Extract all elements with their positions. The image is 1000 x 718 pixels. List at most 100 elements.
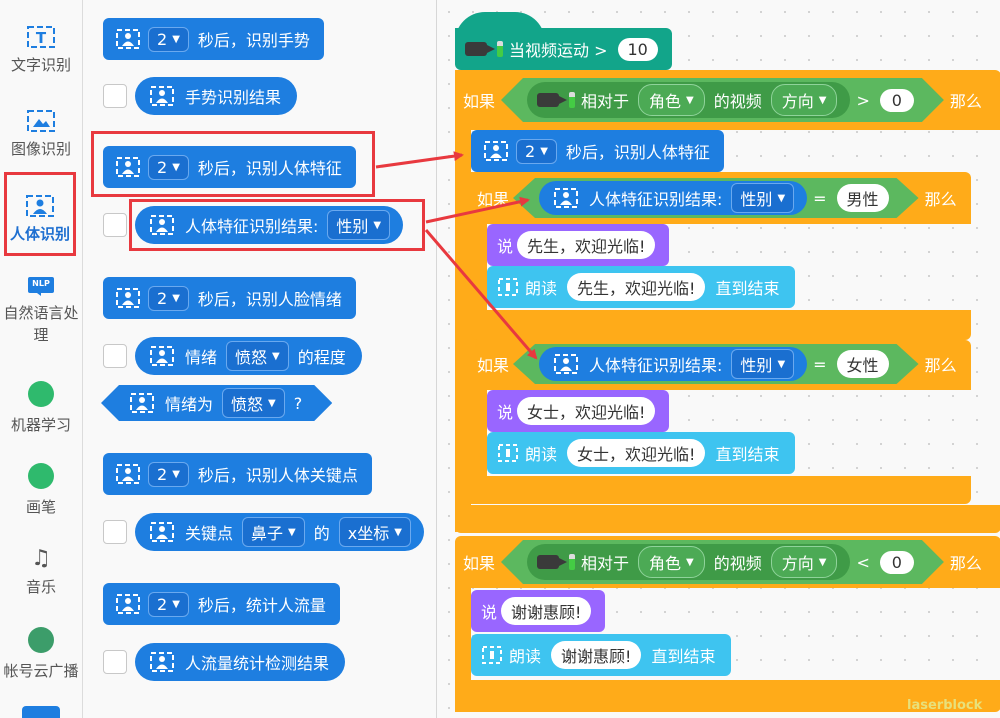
flow-result-checkbox[interactable] [103, 650, 127, 674]
emotion-is-boolean[interactable]: 情绪为 愤怒▼ ? [101, 385, 332, 421]
category-text-recognition[interactable]: T 文字识别 [0, 26, 82, 75]
block-label: 相对于 [581, 92, 630, 111]
block-label: 相对于 [581, 554, 630, 573]
then-label: 那么 [949, 92, 982, 111]
feature-dropdown[interactable]: 性别▼ [731, 183, 794, 213]
nlp-badge: NLP [32, 279, 50, 288]
category-sidebar: T 文字识别 图像识别 人体识别 NLP 自然语言处理 机器学习 画笔 ♫ 音乐… [0, 0, 83, 718]
coordinate-dropdown[interactable]: x坐标▼ [338, 517, 411, 547]
gesture-result-checkbox[interactable] [103, 84, 127, 108]
video-direction-compare[interactable]: 相对于 角色▼ 的视频 方向▼ < 0 [501, 540, 944, 584]
body-part-dropdown[interactable]: 鼻子▼ [242, 517, 305, 547]
highlight-box [129, 199, 425, 251]
if-label: 如果 [463, 554, 496, 573]
compare-value-input[interactable]: 0 [880, 89, 914, 112]
block-label: 秒后，识别人体特征 [565, 143, 710, 162]
block-label: 手势识别结果 [185, 88, 282, 107]
say-text-input[interactable]: 谢谢惠顾! [501, 597, 592, 625]
block-label: 秒后，识别人体特征 [197, 159, 342, 178]
speaker-icon [498, 444, 518, 462]
category-label: 图像识别 [10, 140, 71, 158]
nlp-icon [28, 277, 54, 296]
seconds-dropdown[interactable]: 2▼ [148, 26, 189, 52]
motion-threshold-input[interactable]: 10 [617, 37, 658, 61]
pen-icon [28, 463, 54, 489]
then-label: 那么 [949, 554, 982, 573]
say-block[interactable]: 说 谢谢惠顾! [471, 590, 606, 632]
property-dropdown[interactable]: 方向▼ [771, 546, 838, 578]
compare-value-input[interactable]: 0 [880, 551, 914, 574]
body-feature-result-reporter[interactable]: 人体特征识别结果: 性别▼ [539, 181, 807, 215]
seconds-dropdown[interactable]: 2▼ [148, 591, 189, 617]
feature-dropdown[interactable]: 性别▼ [327, 210, 391, 240]
block-label: 人流量统计检测结果 [185, 654, 330, 673]
body-detect-icon [116, 288, 140, 308]
recognize-body-feature-block[interactable]: 2▼ 秒后，识别人体特征 [103, 146, 356, 188]
recognize-face-emotion-block[interactable]: 2▼ 秒后，识别人脸情绪 [103, 277, 356, 319]
target-dropdown[interactable]: 角色▼ [638, 84, 705, 116]
compare-value-input[interactable]: 女性 [837, 350, 889, 378]
block-label: 朗读 [509, 647, 542, 666]
if-female-footer [471, 476, 971, 504]
speak-text-input[interactable]: 谢谢惠顾! [551, 641, 642, 669]
seconds-dropdown[interactable]: 2▼ [148, 285, 189, 311]
category-machine-learning[interactable]: 机器学习 [0, 380, 82, 435]
speak-until-done-block[interactable]: 朗读 先生，欢迎光临! 直到结束 [487, 266, 796, 308]
feature-dropdown[interactable]: 性别▼ [731, 349, 794, 379]
seconds-dropdown[interactable]: 2▼ [148, 154, 189, 180]
when-video-motion-hat[interactable]: 当视频运动 > 10 [455, 28, 672, 70]
target-dropdown[interactable]: 角色▼ [638, 546, 705, 578]
category-cloud-broadcast[interactable]: 帐号云广播 [0, 626, 82, 681]
property-dropdown[interactable]: 方向▼ [771, 84, 838, 116]
block-label: 人体特征识别结果: [185, 217, 319, 236]
feature-equals-compare[interactable]: 人体特征识别结果: 性别▼ = 男性 [513, 178, 919, 218]
body-feature-result-reporter[interactable]: 人体特征识别结果: 性别▼ [539, 347, 807, 381]
watermark: laserblock [907, 698, 983, 713]
category-music[interactable]: ♫ 音乐 [0, 544, 82, 597]
category-label: 帐号云广播 [3, 662, 79, 680]
block-label: 说 [497, 403, 514, 422]
category-image-recognition[interactable]: 图像识别 [0, 110, 82, 159]
gesture-result-reporter[interactable]: 手势识别结果 [135, 77, 298, 115]
recognize-body-feature-block[interactable]: 2▼ 秒后，识别人体特征 [471, 130, 724, 172]
body-detect-icon [129, 392, 155, 414]
flow-result-reporter[interactable]: 人流量统计检测结果 [135, 643, 346, 681]
category-pen[interactable]: 画笔 [0, 462, 82, 517]
emotion-dropdown[interactable]: 愤怒▼ [222, 388, 285, 418]
emotion-degree-reporter[interactable]: 情绪 愤怒▼ 的程度 [135, 337, 362, 375]
body-detect-icon [150, 215, 174, 235]
keypoint-reporter[interactable]: 关键点 鼻子▼ 的 x坐标▼ [135, 513, 424, 551]
video-relative-reporter[interactable]: 相对于 角色▼ 的视频 方向▼ [527, 544, 850, 580]
video-direction-compare[interactable]: 相对于 角色▼ 的视频 方向▼ > 0 [501, 78, 944, 122]
seconds-dropdown[interactable]: 2▼ [148, 461, 189, 487]
body-detect-icon [116, 594, 140, 614]
add-extension-button[interactable] [22, 706, 60, 718]
speak-until-done-block[interactable]: 朗读 女士，欢迎光临! 直到结束 [487, 432, 796, 474]
count-people-flow-block[interactable]: 2▼ 秒后，统计人流量 [103, 583, 340, 625]
emotion-degree-checkbox[interactable] [103, 344, 127, 368]
if-female-row: 如果 人体特征识别结果: 性别▼ = 女性 那么 [477, 342, 963, 386]
recognize-gesture-block[interactable]: 2▼ 秒后，识别手势 [103, 18, 324, 60]
compare-value-input[interactable]: 男性 [837, 184, 889, 212]
recognize-keypoint-block[interactable]: 2▼ 秒后，识别人体关键点 [103, 453, 372, 495]
speak-until-done-block[interactable]: 朗读 谢谢惠顾! 直到结束 [471, 634, 732, 676]
say-block[interactable]: 说 女士，欢迎光临! [487, 390, 670, 432]
video-relative-reporter[interactable]: 相对于 角色▼ 的视频 方向▼ [527, 82, 850, 118]
body-feature-result-checkbox[interactable] [103, 213, 127, 237]
block-label: 说 [481, 603, 498, 622]
keypoint-checkbox[interactable] [103, 520, 127, 544]
category-body-recognition[interactable]: 人体识别 [4, 172, 76, 256]
say-text-input[interactable]: 女士，欢迎光临! [517, 397, 656, 425]
seconds-dropdown[interactable]: 2▼ [516, 138, 557, 164]
say-block[interactable]: 说 先生，欢迎光临! [487, 224, 670, 266]
body-feature-result-reporter[interactable]: 人体特征识别结果: 性别▼ [135, 206, 404, 244]
then-label: 那么 [924, 356, 957, 375]
category-nlp[interactable]: NLP 自然语言处理 [0, 276, 82, 346]
script-workspace[interactable]: 当视频运动 > 10 如果 相对于 角色▼ 的视频 方向▼ > 0 那么 2▼ … [437, 0, 1000, 718]
feature-equals-compare[interactable]: 人体特征识别结果: 性别▼ = 女性 [513, 344, 919, 384]
say-text-input[interactable]: 先生，欢迎光临! [517, 231, 656, 259]
emotion-dropdown[interactable]: 愤怒▼ [226, 341, 289, 371]
block-label: 关键点 [185, 524, 234, 543]
speak-text-input[interactable]: 先生，欢迎光临! [567, 273, 706, 301]
speak-text-input[interactable]: 女士，欢迎光临! [567, 439, 706, 467]
